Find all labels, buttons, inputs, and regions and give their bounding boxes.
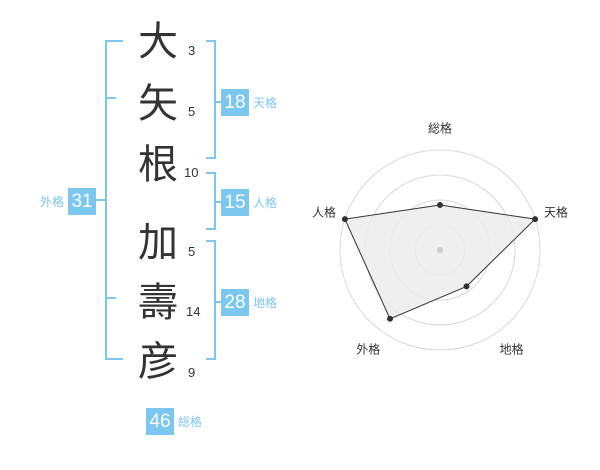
name-char-5: 壽 — [138, 280, 178, 326]
chikaku-label: 地格 — [253, 296, 278, 310]
jinkaku-value: 15 — [221, 189, 249, 216]
soukaku-badge: 46 総格 — [146, 408, 202, 435]
radar-axis-label-1: 総格 — [427, 121, 453, 136]
stroke-count-2: 5 — [188, 104, 196, 119]
name-char-4: 加 — [138, 220, 178, 266]
name-char-2: 矢 — [138, 81, 178, 127]
tenkaku-label: 天格 — [253, 96, 278, 110]
name-char-1: 大 — [138, 19, 178, 65]
stroke-count-6: 9 — [188, 365, 196, 380]
soukaku-value: 46 — [146, 408, 174, 435]
name-char-3: 根 — [138, 142, 178, 188]
gaikaku-label: 外格 — [40, 195, 65, 209]
soukaku-label: 総格 — [178, 415, 203, 429]
chikaku-value: 28 — [221, 289, 249, 316]
radar-value-polygon — [344, 204, 537, 320]
radar-axis-label-2: 天格 — [543, 205, 569, 220]
radar-axis-label-5: 人格 — [311, 205, 337, 220]
radar-point-1 — [437, 202, 443, 208]
gaikaku-badge: 外格 31 — [40, 188, 97, 215]
stroke-count-1: 3 — [188, 43, 196, 58]
jinkaku-label: 人格 — [253, 196, 278, 210]
radar-point-5 — [341, 216, 348, 223]
radar-axis-label-3: 地格 — [499, 342, 524, 357]
radar-axis-label-4: 外格 — [356, 342, 381, 357]
radar-center-dot — [437, 247, 443, 253]
tenkaku-badge: 18 天格 — [221, 89, 277, 116]
radar-point-3 — [463, 283, 470, 290]
name-char-6: 彦 — [138, 339, 178, 385]
gaikaku-value: 31 — [68, 188, 97, 215]
tenkaku-value: 18 — [221, 89, 249, 116]
radar-polygon-layer — [344, 204, 537, 320]
radar-point-4 — [387, 315, 393, 322]
stroke-count-5: 14 — [186, 304, 201, 319]
stroke-count-3: 10 — [184, 165, 199, 180]
radar-ring-4 — [339, 149, 541, 351]
jinkaku-badge: 15 人格 — [221, 189, 277, 216]
stroke-count-4: 5 — [188, 244, 196, 259]
radar-points — [341, 202, 539, 322]
radar-point-2 — [532, 216, 539, 223]
chikaku-badge: 28 地格 — [221, 289, 277, 316]
